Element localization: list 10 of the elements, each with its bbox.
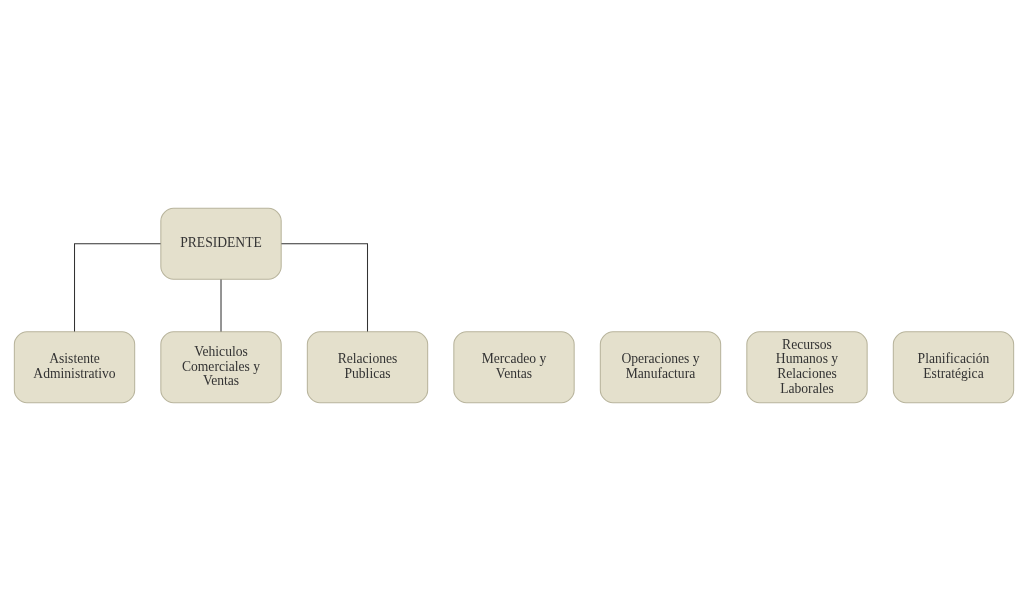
node-box: Mercadeo y Ventas	[453, 330, 575, 403]
node-box: Vehiculos Comerciales y Ventas	[160, 330, 282, 403]
node-box: Planificación Estratégica	[892, 330, 1015, 403]
node-box: Operaciones y Manufactura	[599, 330, 722, 403]
node-box: Asistente Administrativo	[13, 330, 136, 403]
node-box: Relaciones Publicas	[306, 330, 429, 403]
connector	[74, 242, 162, 332]
connector	[280, 242, 369, 332]
node-box: Recursos Humanos y Relaciones Laborales	[746, 330, 868, 403]
node-box: PRESIDENTE	[160, 207, 282, 280]
